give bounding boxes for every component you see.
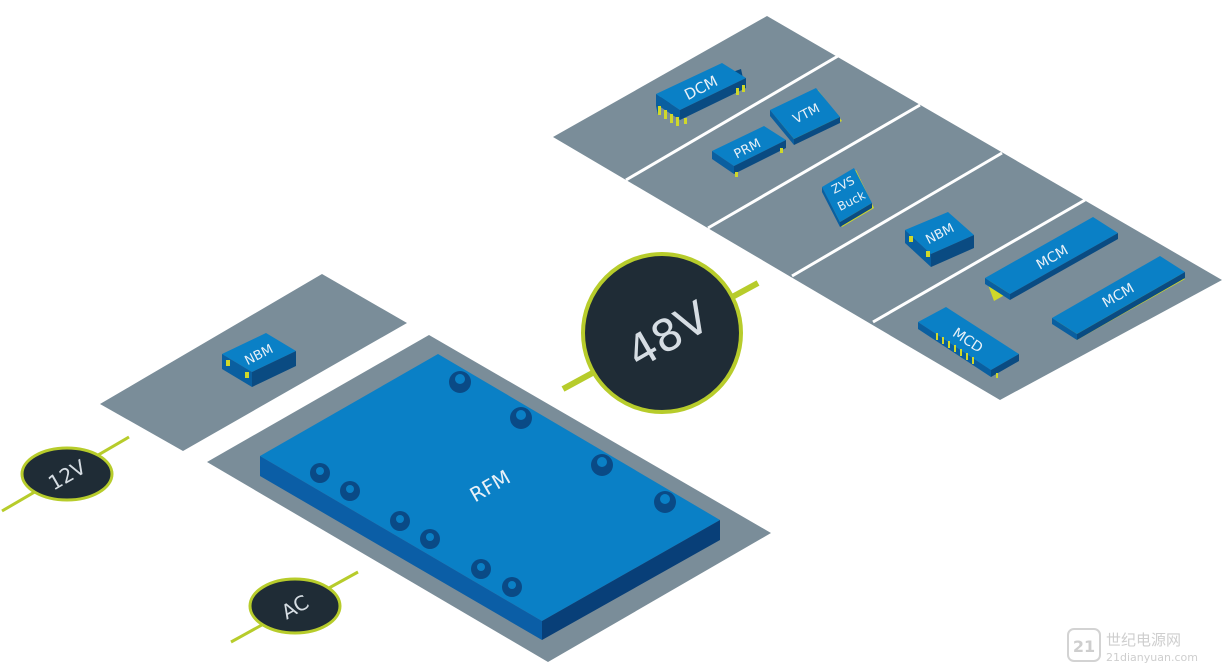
watermark-cn-text: 世纪电源网 [1106, 631, 1181, 649]
vtm-module[interactable]: VTM [770, 88, 842, 145]
board-divider-3 [791, 151, 1003, 278]
watermark: 21 世纪电源网 21dianyuan.com [1067, 628, 1198, 664]
rfm-top [260, 354, 720, 621]
rfm-front [260, 456, 542, 640]
v12-badge: 12V [1, 435, 130, 513]
ac-badge: AC [230, 570, 359, 644]
watermark-logo [1067, 628, 1101, 662]
rfm-side [542, 520, 720, 640]
zvs-buck-module[interactable]: ZVS Buck [822, 168, 874, 227]
watermark-logo-text: 21 [1073, 637, 1095, 656]
mcd-module[interactable]: MCD [918, 307, 1019, 378]
watermark-url: 21dianyuan.com [1106, 651, 1198, 664]
board-divider-1 [625, 54, 839, 182]
v48-badge: 48V [561, 252, 760, 414]
nbm-right-module[interactable]: NBM [905, 212, 974, 267]
board-divider-2 [707, 103, 921, 230]
right-board [553, 16, 1222, 400]
rfm-module[interactable]: RFM [260, 354, 720, 640]
mcm-top-module[interactable]: MCM [985, 217, 1118, 301]
prm-module[interactable]: PRM [712, 126, 786, 177]
nbm-left-module[interactable]: NBM [222, 333, 296, 387]
mcm-bottom-module[interactable]: MCM [1052, 256, 1185, 340]
right-board-plate [553, 16, 1222, 400]
board-divider-4 [872, 198, 1086, 324]
